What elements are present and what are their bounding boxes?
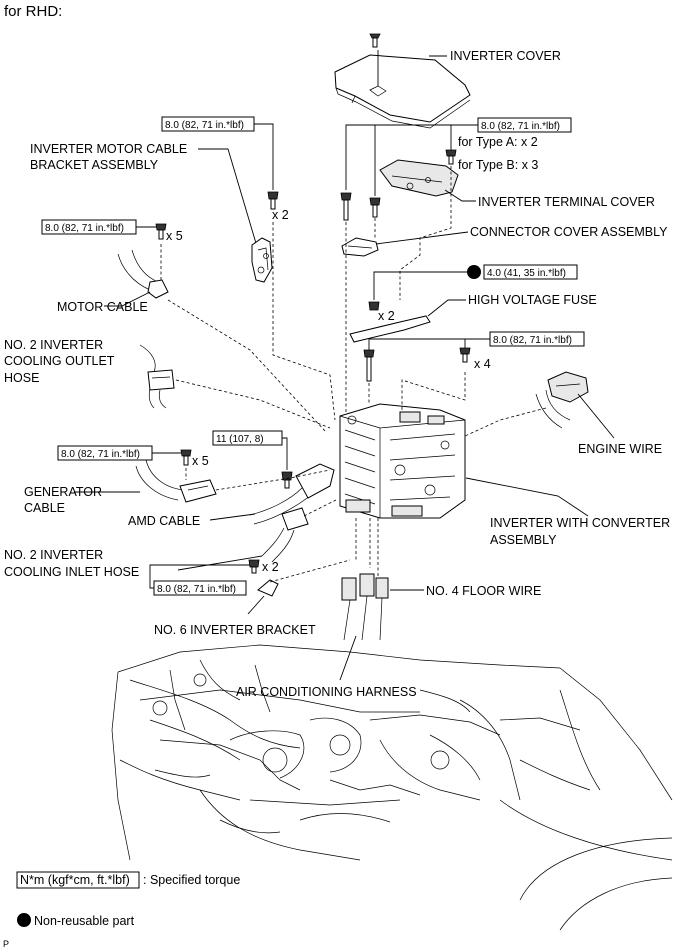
label-terminal-cover: INVERTER TERMINAL COVER [478,195,655,209]
inverter-assembly-part [339,403,466,519]
legend-nonreusable-dot [17,913,31,927]
cover-bolt-3 [445,149,457,165]
bracket-bolt [267,191,279,210]
engine-bay-sketch [111,644,673,931]
label-outlet-hose-line1: NO. 2 INVERTER [4,338,103,352]
qty-gen-x5: x 5 [192,454,209,468]
label-inverter-assy-line1: INVERTER WITH CONVERTER [490,516,670,530]
label-hv-fuse: HIGH VOLTAGE FUSE [468,293,597,307]
label-ac-harness: AIR CONDITIONING HARNESS [236,685,417,699]
fuse-nut [368,301,380,311]
torque-x4-text: 8.0 (82, 71 in.*lbf) [493,335,572,346]
hv-fuse-part [349,315,431,343]
connector-cover-part [341,237,379,257]
motor-cable-part [117,249,169,299]
inverter-cover-part [334,54,471,129]
inlet-bolt [248,559,260,574]
alignment-guides [167,166,466,600]
label-inlet-hose-line1: NO. 2 INVERTER [4,548,103,562]
label-connector-cover: CONNECTOR COVER ASSEMBLY [470,225,668,239]
qty-inlet-x2: x 2 [262,560,279,574]
legend-torque-desc: : Specified torque [143,873,240,887]
label-bracket6: NO. 6 INVERTER BRACKET [154,623,316,637]
inlet-hose-part [261,507,309,563]
engine-wire-part [535,371,589,429]
x4-bolt-1 [363,349,375,382]
footer-code: P [3,939,9,949]
terminal-cover-part [379,159,459,197]
torque-cover-text: 8.0 (82, 71 in.*lbf) [481,121,560,132]
motor-cable-bracket-part [251,237,273,283]
torque-fuse-text: 4.0 (41, 35 in.*lbf) [487,268,566,279]
label-outlet-hose-line2: COOLING OUTLET [4,354,115,368]
bracket6-part [257,579,279,597]
label-engine-wire: ENGINE WIRE [578,442,662,456]
top-bolt [369,33,381,48]
label-generator-cable-line1: GENERATOR [24,485,102,499]
label-motor-cable: MOTOR CABLE [57,300,148,314]
torque-box-fuse [483,264,578,280]
label-floor-wire: NO. 4 FLOOR WIRE [426,584,541,598]
torque-11-text: 11 (107, 8) [216,434,264,445]
torque-motor-text: 8.0 (82, 71 in.*lbf) [45,223,124,234]
cover-bolt-1 [340,192,352,221]
amd-cable-part [249,463,335,525]
qty-bracket-x2: x 2 [272,208,289,222]
qty-fuse-x2: x 2 [378,309,395,323]
outlet-hose-part [139,344,175,409]
torque-bracket-text: 8.0 (82, 71 in.*lbf) [165,120,244,131]
label-generator-cable-line2: CABLE [24,501,65,515]
cover-bolt-2 [369,197,381,218]
legend-torque-box-text: N*m (kgf*cm, ft.*lbf) [20,873,130,887]
qty-motor-x5: x 5 [166,229,183,243]
label-amd-cable: AMD CABLE [128,514,200,528]
generator-cable-part [135,459,217,503]
label-type-a: for Type A: x 2 [458,135,538,149]
legend-torque-box [16,871,140,889]
legend-nonreusable-text: Non-reusable part [34,914,135,928]
qty-x4: x 4 [474,357,491,371]
label-motor-cable-bracket-line1: INVERTER MOTOR CABLE [30,142,187,156]
torque-gen-text: 8.0 (82, 71 in.*lbf) [61,449,140,460]
label-type-b: for Type B: x 3 [458,158,538,172]
x4-bolt-2 [459,347,471,363]
label-inlet-hose-line2: COOLING INLET HOSE [4,565,139,579]
torque-inlet-text: 8.0 (82, 71 in.*lbf) [157,584,236,595]
label-outlet-hose-line3: HOSE [4,371,39,385]
header-text: for RHD: [4,3,62,20]
nonreusable-marker-fuse [467,265,481,279]
amd-bolt [281,471,293,489]
label-inverter-assy-line2: ASSEMBLY [490,533,557,547]
label-inverter-cover: INVERTER COVER [450,49,561,63]
label-motor-cable-bracket-line2: BRACKET ASSEMBLY [30,158,159,172]
motor-bolt [155,223,167,240]
gen-bolt [180,449,192,466]
floor-wire-part [341,573,389,641]
